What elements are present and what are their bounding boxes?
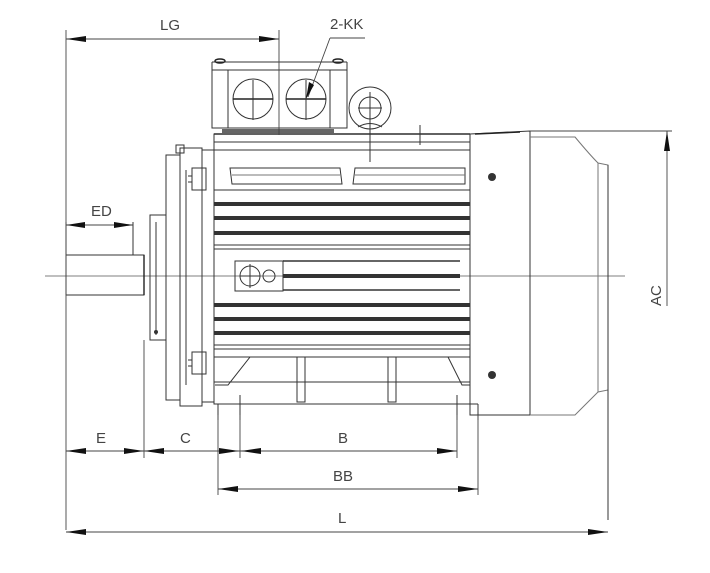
- fan-cover: [469, 130, 609, 520]
- dimension-b: B: [239, 415, 458, 458]
- lifting-eyebolt-icon: [348, 86, 392, 162]
- label-lg: LG: [160, 17, 180, 34]
- cable-gland-left-icon: [232, 78, 274, 120]
- dimension-l: L: [66, 510, 608, 535]
- label-c: C: [180, 430, 191, 447]
- dimension-bb: BB: [217, 415, 479, 495]
- label-b: B: [338, 430, 348, 447]
- dimension-ac: AC: [530, 130, 672, 306]
- terminal-box: [211, 58, 348, 133]
- label-ac: AC: [648, 285, 665, 306]
- dimension-e: E: [66, 340, 145, 458]
- flange: [149, 144, 215, 407]
- motor-frame: [213, 125, 479, 420]
- shaft: [65, 222, 145, 296]
- label-2kk: 2-KK: [330, 16, 363, 33]
- dimension-ed: ED: [66, 203, 133, 228]
- dimension-2kk: 2-KK: [306, 16, 365, 99]
- label-bb: BB: [333, 468, 353, 485]
- label-ed: ED: [91, 203, 112, 220]
- dimension-lg: LG: [65, 17, 280, 530]
- label-l: L: [338, 510, 346, 527]
- dimension-c: C: [144, 430, 240, 454]
- label-e: E: [96, 430, 106, 447]
- cable-gland-right-icon: [285, 78, 327, 120]
- nameplate: [234, 260, 284, 292]
